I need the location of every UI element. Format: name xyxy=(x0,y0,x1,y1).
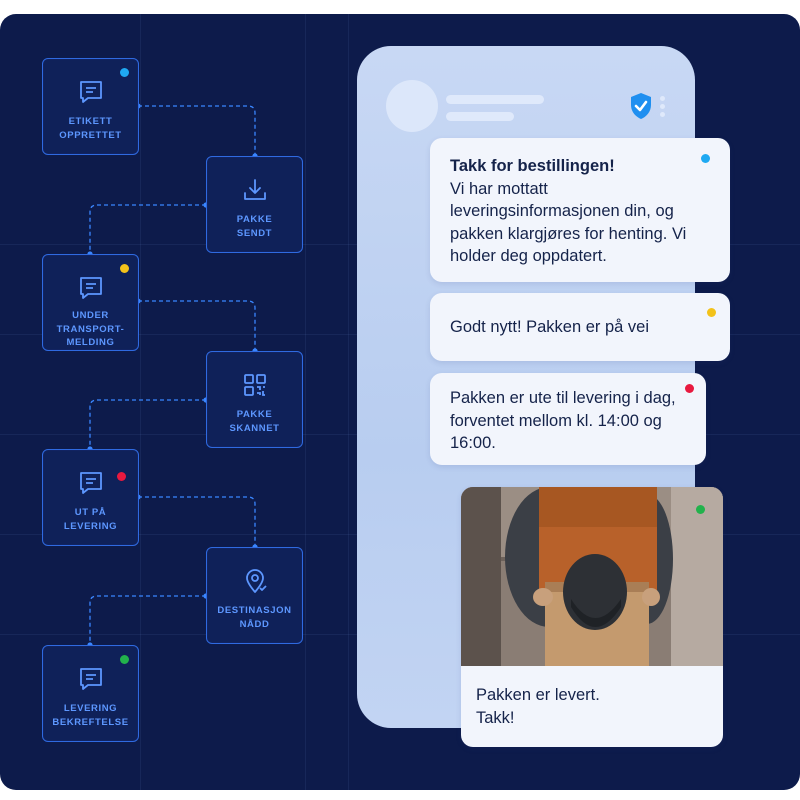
message-text: Pakken er levert. Takk! xyxy=(476,686,600,727)
message-icon xyxy=(79,472,102,494)
delivery-person-icon xyxy=(461,487,723,666)
flow-node-ut-pa-levering: UT PÅ LEVERING xyxy=(42,449,139,546)
flow-node-under-transport: UNDER TRANSPORT- MELDING xyxy=(42,254,139,351)
node-label: LEVERING BEKREFTELSE xyxy=(52,703,129,728)
node-label: ETIKETT OPPRETTET xyxy=(59,116,122,141)
delivery-photo xyxy=(461,487,723,666)
status-dot xyxy=(696,505,705,514)
status-dot xyxy=(685,384,694,393)
placeholder-line xyxy=(446,112,514,121)
node-label: PAKKE SENDT xyxy=(236,214,273,239)
flow-node-pakke-skannet: PAKKE SKANNET xyxy=(206,351,303,448)
chat-message: Takk for bestillingen! Vi har mottatt le… xyxy=(430,138,730,282)
message-text: Vi har mottatt leveringsinformasjonen di… xyxy=(450,179,687,266)
download-icon xyxy=(243,179,266,200)
location-pin-icon xyxy=(245,569,267,593)
status-dot xyxy=(117,472,126,481)
shield-check-icon xyxy=(631,93,651,119)
message-icon xyxy=(79,277,102,299)
message-title: Takk for bestillingen! xyxy=(450,157,615,175)
message-icon xyxy=(79,81,102,103)
flow-node-pakke-sendt: PAKKE SENDT xyxy=(206,156,303,253)
chat-message: Godt nytt! Pakken er på vei xyxy=(430,293,730,361)
chat-message-photo: Pakken er levert. Takk! xyxy=(461,487,723,747)
message-icon xyxy=(79,668,102,690)
chat-message: Pakken er ute til levering i dag, forven… xyxy=(430,373,706,465)
more-options-icon[interactable] xyxy=(660,96,666,118)
status-dot xyxy=(120,264,129,273)
message-text: Pakken er ute til levering i dag, forven… xyxy=(450,389,676,452)
placeholder-line xyxy=(446,95,544,104)
status-dot xyxy=(701,154,710,163)
message-text: Godt nytt! Pakken er på vei xyxy=(450,318,650,336)
qr-code-icon xyxy=(243,374,266,396)
flow-node-levering-bekreftelse: LEVERING BEKREFTELSE xyxy=(42,645,139,742)
node-label: PAKKE SKANNET xyxy=(229,409,280,434)
node-label: UNDER TRANSPORT- MELDING xyxy=(56,310,125,348)
avatar xyxy=(386,80,438,132)
flow-node-etikett-opprettet: ETIKETT OPPRETTET xyxy=(42,58,139,155)
flow-node-destinasjon-nadd: DESTINASJON NÅDD xyxy=(206,547,303,644)
node-label: DESTINASJON NÅDD xyxy=(217,605,292,630)
node-label: UT PÅ LEVERING xyxy=(63,507,118,532)
status-dot xyxy=(707,308,716,317)
status-dot xyxy=(120,655,129,664)
status-dot xyxy=(120,68,129,77)
